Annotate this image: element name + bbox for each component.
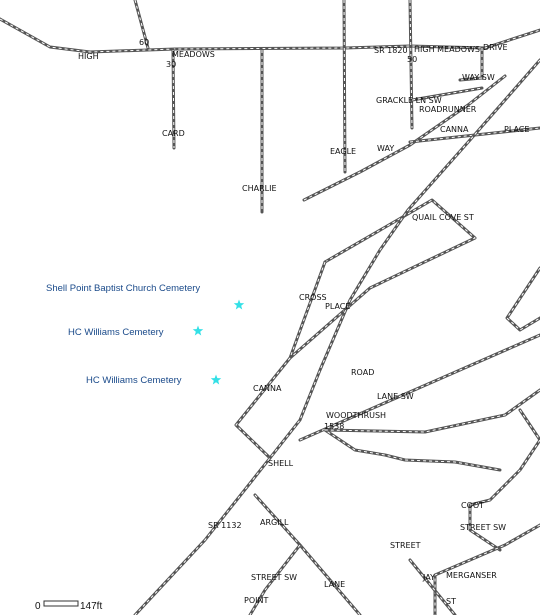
scale-end-label: 147ft <box>80 601 102 612</box>
woodthrush-road <box>323 388 540 472</box>
street-label-way: WAY <box>377 144 394 153</box>
street-label-card: CARD <box>162 129 185 138</box>
street-label-road: ROAD <box>351 368 374 377</box>
street-label-lane-sw: LANE SW <box>377 392 414 401</box>
place-marker-hc-williams-cemetery-2[interactable]: HC Williams Cemetery <box>86 374 222 387</box>
street-label-high-meadows: HIGH MEADOWS <box>414 45 480 54</box>
road-60-spur <box>133 0 150 50</box>
street-label-st: ST <box>446 597 456 606</box>
main-diagonal <box>133 58 540 615</box>
street-label-street-sw-right: STREET SW <box>460 523 506 532</box>
place-marker-shell-point-baptist-church-cemetery[interactable]: Shell Point Baptist Church Cemetery <box>46 283 245 310</box>
street-label-street-sw-left: STREET SW <box>251 573 297 582</box>
street-label-shell: SHELL <box>268 459 294 468</box>
street-label-canna-top: CANNA <box>440 125 469 134</box>
scale-start-label: 0 <box>35 601 41 612</box>
street-label-canna-mid: CANNA <box>253 384 282 393</box>
street-label-roadrunner: ROADRUNNER <box>419 105 477 114</box>
street-label-grackle-ln-sw: GRACKLE LN SW <box>376 96 442 105</box>
place-label-hc-williams-cemetery-1[interactable]: HC Williams Cemetery <box>68 327 164 338</box>
lane-sw-road <box>298 333 540 442</box>
street-label-meadows-30: 30 <box>166 60 176 69</box>
way-sw-road <box>458 46 484 82</box>
cemetery-star-icon[interactable] <box>192 325 204 336</box>
jay-street-road <box>408 558 457 615</box>
street-label-high: HIGH <box>78 52 99 61</box>
place-label-hc-williams-cemetery-2[interactable]: HC Williams Cemetery <box>86 375 182 386</box>
street-label-woodthrush: WOODTHRUSH <box>326 411 386 420</box>
street-label-sr-1820-50: 50 <box>407 55 417 64</box>
scale-bar-graphic <box>43 600 79 607</box>
card-road <box>171 48 176 150</box>
street-label-sr-1132: SR 1132 <box>208 521 242 530</box>
street-label-quail-cove-st: QUAIL COVE ST <box>412 213 474 222</box>
place-label-shell-point-baptist-church-cemetery[interactable]: Shell Point Baptist Church Cemetery <box>46 283 200 294</box>
coot-road <box>468 408 540 552</box>
street-label-charlie: CHARLIE <box>242 184 277 193</box>
cemetery-star-icon[interactable] <box>233 299 245 310</box>
street-label-argill: ARGILL <box>260 518 289 527</box>
eagle-road <box>342 0 347 174</box>
street-label-way-sw: WAY SW <box>462 73 495 82</box>
roadrunner-spur <box>410 86 484 102</box>
point-road <box>248 543 302 615</box>
cross-place-road <box>234 260 327 460</box>
high-meadows-road <box>0 17 540 54</box>
street-label-sr-1820: SR 1820 <box>374 46 408 55</box>
eagle-way <box>302 74 507 202</box>
quail-cove-loop <box>288 198 477 360</box>
street-label-eagle: EAGLE <box>330 147 356 156</box>
street-label-high-60: 60 <box>139 38 149 47</box>
street-label-place-top: PLACE <box>504 125 529 134</box>
street-label-cross: CROSS <box>299 293 327 302</box>
cemetery-star-icon[interactable] <box>210 374 222 385</box>
street-label-point: POINT <box>244 596 268 605</box>
street-label-lane: LANE <box>324 580 345 589</box>
street-label-meadows: MEADOWS <box>172 50 215 59</box>
right-edge-road <box>505 266 540 332</box>
street-label-jay: JAY <box>422 573 435 582</box>
argill-road <box>253 493 362 615</box>
street-label-coot: COOT <box>461 501 484 510</box>
street-label-street: STREET <box>390 541 421 550</box>
street-label-place-mid: PLACE <box>325 302 350 311</box>
scale-bar: 0 147ft <box>35 600 102 612</box>
place-marker-hc-williams-cemetery-1[interactable]: HC Williams Cemetery <box>68 325 204 339</box>
place-markers: Shell Point Baptist Church Cemetery HC Wi… <box>46 283 245 387</box>
road-1820 <box>408 0 414 130</box>
street-label-drive: DRIVE <box>483 43 508 52</box>
street-label-merganser: MERGANSER <box>446 571 497 580</box>
street-label-woodthrush-1538: 1538 <box>324 422 344 431</box>
